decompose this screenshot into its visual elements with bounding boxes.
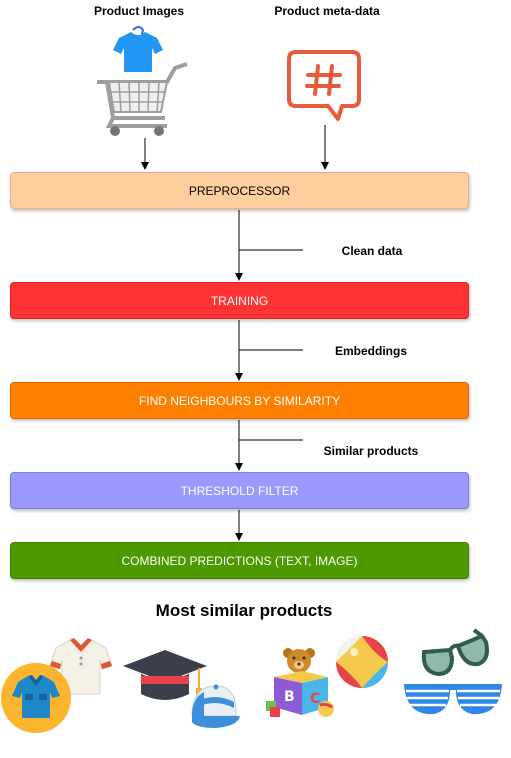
clean-data-label: Clean data (341, 244, 403, 258)
product-images-label: Product Images (93, 4, 185, 18)
pipeline-connectors (235, 210, 303, 541)
shirt-icon (113, 26, 163, 72)
shutter-glasses-icon (404, 684, 502, 715)
find-neighbours-label: FIND NEIGHBOURS BY SIMILARITY (138, 393, 341, 408)
svg-text:B: B (284, 689, 295, 705)
combined-predictions-label: COMBINED PREDICTIONS (TEXT, IMAGE) (121, 553, 358, 568)
baseball-cap-icon (191, 684, 240, 728)
training-label: TRAINING (210, 293, 269, 308)
preprocessor-label: PREPROCESSOR (188, 183, 291, 198)
sunglasses-icon (421, 628, 489, 677)
graduation-cap-icon (123, 650, 207, 700)
beach-ball-icon (336, 636, 388, 688)
threshold-filter-label: THRESHOLD FILTER (180, 483, 299, 498)
training-box: TRAINING (10, 282, 469, 319)
output-title: Most similar products (155, 601, 333, 620)
blue-shirt-icon (1, 663, 71, 733)
preprocessor-box: PREPROCESSOR (10, 172, 469, 209)
similar-products-label: Similar products (323, 444, 419, 458)
shopping-cart-icon (97, 26, 188, 136)
threshold-filter-box: THRESHOLD FILTER (10, 472, 469, 509)
toy-blocks-icon: B C (266, 648, 334, 717)
product-metadata-label: Product meta-data (274, 4, 380, 18)
combined-predictions-box: COMBINED PREDICTIONS (TEXT, IMAGE) (10, 542, 469, 579)
svg-text:C: C (310, 691, 320, 707)
teddy-bear-icon (283, 648, 315, 673)
hashtag-chat-icon (287, 50, 361, 121)
find-neighbours-box: FIND NEIGHBOURS BY SIMILARITY (10, 382, 469, 419)
embeddings-label: Embeddings (334, 344, 407, 358)
